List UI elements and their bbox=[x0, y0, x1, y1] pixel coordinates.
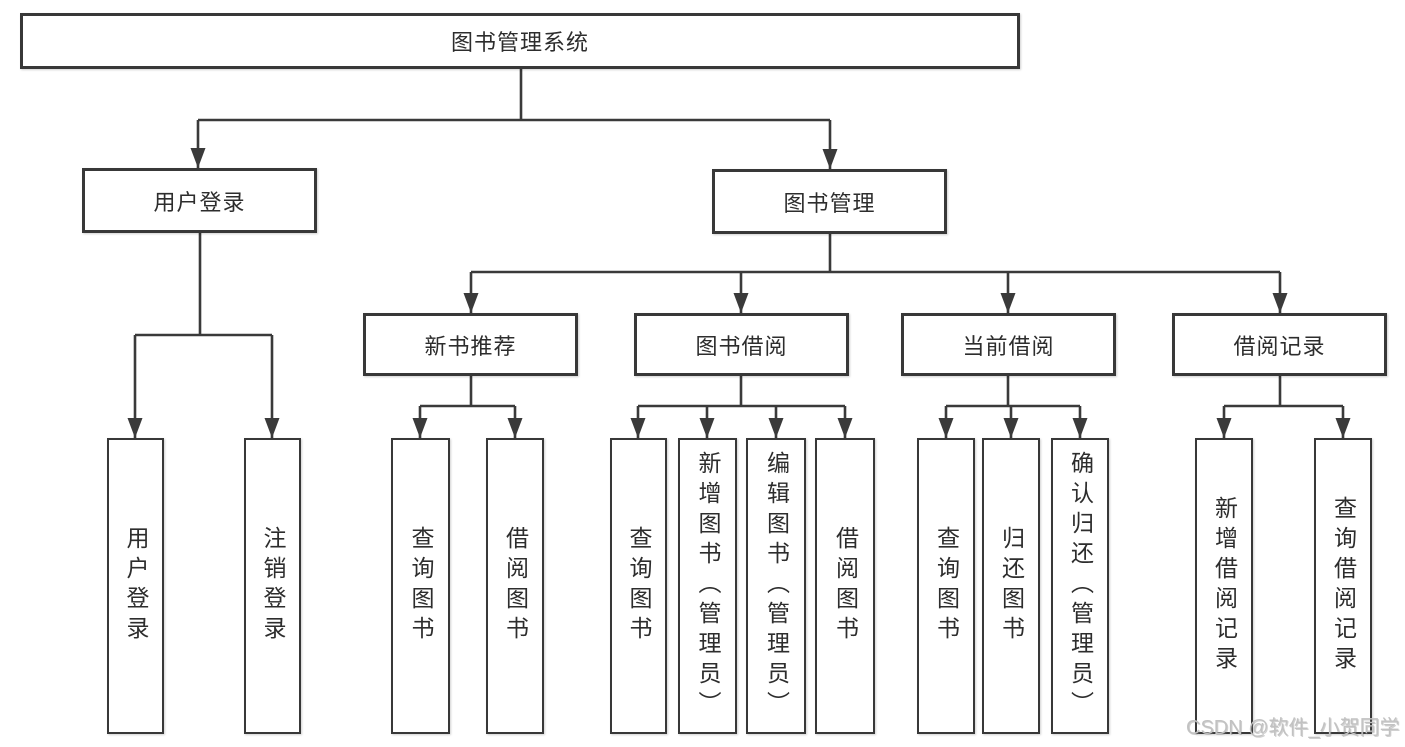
node-root: 图书管理系统 bbox=[20, 13, 1020, 69]
node-borrowing-records-label: 借阅记录 bbox=[1233, 333, 1326, 359]
leaf-query-book-borrowing-label: 查询图书 bbox=[626, 526, 652, 646]
leaf-user-login-label: 用户登录 bbox=[123, 526, 149, 646]
leaf-add-book-admin: 新增图书（管理员） bbox=[678, 438, 737, 734]
node-user-login-label: 用户登录 bbox=[153, 189, 246, 215]
node-current-borrowing: 当前借阅 bbox=[901, 313, 1116, 376]
node-book-borrowing: 图书借阅 bbox=[634, 313, 849, 376]
leaf-return-book: 归还图书 bbox=[982, 438, 1040, 734]
leaf-user-login: 用户登录 bbox=[107, 438, 164, 734]
leaf-borrow-book-recommend: 借阅图书 bbox=[486, 438, 544, 734]
leaf-query-book-recommend-label: 查询图书 bbox=[408, 526, 434, 646]
node-book-management: 图书管理 bbox=[712, 169, 947, 234]
connector-paths bbox=[133, 69, 1345, 438]
leaf-return-book-label: 归还图书 bbox=[998, 526, 1025, 646]
leaf-query-borrow-record: 查询借阅记录 bbox=[1314, 438, 1372, 734]
node-book-management-label: 图书管理 bbox=[783, 190, 876, 216]
leaf-add-borrow-record: 新增借阅记录 bbox=[1195, 438, 1253, 734]
leaf-query-borrow-record-label: 查询借阅记录 bbox=[1330, 496, 1357, 676]
csdn-watermark: CSDN @软件_小贺同学 bbox=[1186, 717, 1400, 739]
leaf-query-book-recommend: 查询图书 bbox=[391, 438, 450, 734]
leaf-edit-book-admin: 编辑图书（管理员） bbox=[746, 438, 806, 734]
leaf-add-borrow-record-label: 新增借阅记录 bbox=[1211, 496, 1238, 676]
leaf-query-book-current-label: 查询图书 bbox=[933, 526, 960, 646]
node-current-borrowing-label: 当前借阅 bbox=[962, 333, 1055, 359]
node-book-borrowing-label: 图书借阅 bbox=[695, 333, 788, 359]
leaf-confirm-return-admin-label: 确认归还（管理员） bbox=[1067, 451, 1094, 721]
arrowheads bbox=[127, 148, 1351, 438]
leaf-logout: 注销登录 bbox=[244, 438, 301, 734]
node-borrowing-records: 借阅记录 bbox=[1172, 313, 1387, 376]
leaf-query-book-borrowing: 查询图书 bbox=[610, 438, 667, 734]
leaf-query-book-current: 查询图书 bbox=[917, 438, 975, 734]
leaf-borrow-book-recommend-label: 借阅图书 bbox=[502, 526, 529, 646]
leaf-edit-book-admin-label: 编辑图书（管理员） bbox=[763, 451, 790, 721]
node-new-book-recommend-label: 新书推荐 bbox=[424, 333, 517, 359]
node-user-login: 用户登录 bbox=[82, 168, 317, 233]
leaf-confirm-return-admin: 确认归还（管理员） bbox=[1051, 438, 1109, 734]
leaf-add-book-admin-label: 新增图书（管理员） bbox=[695, 451, 721, 721]
node-root-label: 图书管理系统 bbox=[450, 30, 589, 55]
leaf-borrow-book-label: 借阅图书 bbox=[832, 526, 859, 646]
node-new-book-recommend: 新书推荐 bbox=[363, 313, 578, 376]
leaf-borrow-book: 借阅图书 bbox=[815, 438, 875, 734]
leaf-logout-label: 注销登录 bbox=[260, 526, 286, 646]
